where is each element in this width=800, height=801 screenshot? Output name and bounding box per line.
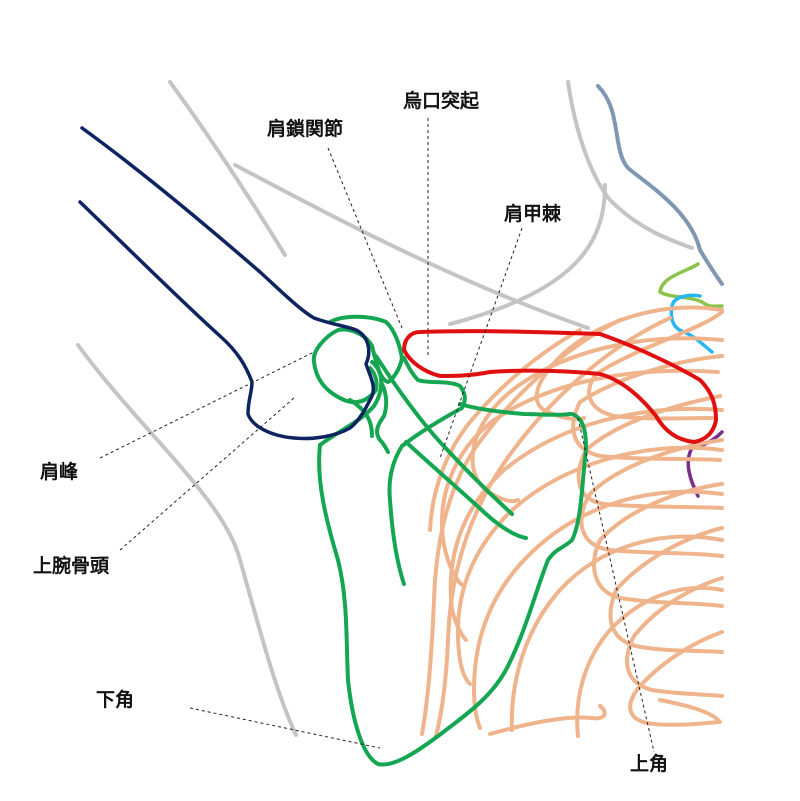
rib-tail-right [658,698,722,724]
ribs [420,305,724,738]
rib-anterior-1 [428,328,582,532]
rib-back-3 [576,394,724,510]
rib-back-4 [579,438,724,558]
rib-4 [448,406,724,642]
rib-5 [455,445,724,686]
clavicle [402,329,718,444]
rib-8 [575,585,724,738]
rib-anterior-3 [434,316,672,738]
leader-scapular-spine [439,227,523,459]
label-acromioclavicular-joint: 肩鎖関節 [267,118,344,140]
label-inferior-angle: 下角 [96,689,135,711]
rib-6 [472,489,724,730]
scapula-inner-mid [348,398,374,438]
scapula-superior-border [458,402,572,417]
scapula-main-outline [311,314,404,405]
label-acromion: 肩峰 [40,461,79,483]
leader-acromioclavicular-joint [327,147,403,329]
label-humeral-head: 上腕骨頭 [33,555,110,577]
label-coracoid-process: 烏口突起 [403,90,480,112]
soft-tissue-outlines [76,80,694,737]
humerus [78,126,376,441]
label-scapular-spine: 肩甲棘 [504,203,562,225]
axilla-outline [76,343,298,737]
neck-outline-right [566,80,694,250]
scapula-lateral-border [317,412,588,767]
humerus-upper-edge [78,126,376,441]
rib-3 [440,368,720,587]
leader-acromion [99,351,315,459]
trapezius-outline [233,163,590,330]
scapular-spine-upper [374,354,514,516]
rib-back-2 [571,354,724,462]
acromion-tip [375,382,390,454]
rib-back-8 [628,630,724,727]
leader-superior-angle [577,417,655,753]
trachea-edge [596,84,724,286]
neck-curve-lower [448,183,607,326]
scapular-spine-lower [404,440,528,540]
leader-humeral-head [119,397,295,551]
rib-back-6 [608,526,724,654]
leader-lines [99,118,655,753]
rib-back-7 [625,576,724,698]
coracoid-hook [387,356,467,586]
leader-inferior-angle [189,707,381,749]
rib-lower-arc [488,704,607,736]
neck-outline-upper [168,80,287,257]
label-superior-angle: 上角 [630,753,669,775]
rib-7 [509,534,724,732]
